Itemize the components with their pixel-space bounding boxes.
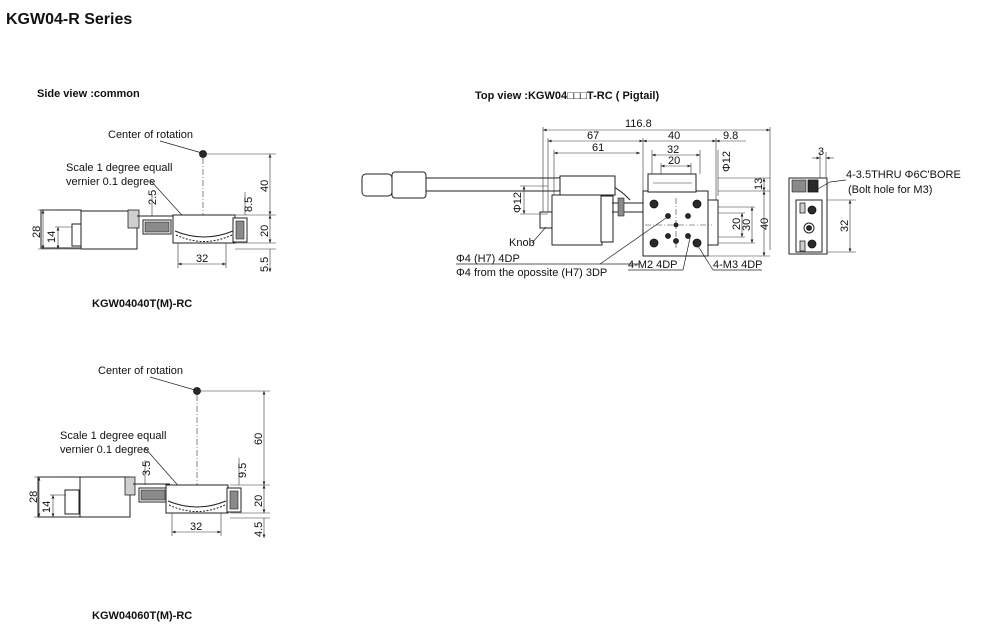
goniometer-stage [172,214,236,244]
page-title: KGW04-R Series [6,11,132,28]
end-dim-32: 32 [839,220,851,232]
dim-28: 28 [31,226,43,238]
dim-14-lower: 14 [41,501,53,513]
dim-9-5: 9.5 [237,463,249,478]
scale-label-lower-line1: Scale 1 degree equall [60,430,166,442]
dim-32-top: 32 [667,144,679,156]
dim-40-right: 40 [759,218,771,230]
dim-32-lower: 32 [190,521,202,533]
dim-14: 14 [46,231,58,243]
dim-3-5: 3.5 [141,461,153,476]
top-view-heading: Top view :KGW04□□□T-RC ( Pigtail) [475,90,659,102]
dim-60: 60 [253,433,265,445]
dim-phi12-left: Φ12 [512,192,524,213]
end-view: 3 4-3.5THRU Φ6C'BORE (Bolt hole for M3) … [788,146,961,255]
dim-4-5: 4.5 [253,522,265,537]
dim-13: 13 [753,178,765,190]
dim-32: 32 [196,253,208,265]
side-view-heading: Side view :common [37,88,140,100]
top-view: 116.8 67 40 9.8 61 32 20 Φ12 13 20 [361,118,771,279]
motor-body-lower [79,476,131,518]
side-view-upper: Center of rotation Scale 1 degree equall… [31,129,276,272]
bolt-hole-note: (Bolt hole for M3) [848,184,932,196]
connector [361,173,393,197]
hole-spec-2: Φ4 from the opossite (H7) 3DP [456,267,607,279]
dim-20-top: 20 [668,155,680,167]
m3-callout: 4-M3 4DP [713,259,763,271]
dim-20: 20 [259,225,271,237]
dim-116-8: 116.8 [625,118,652,130]
center-of-rotation-label-lower: Center of rotation [98,365,183,377]
knob-label: Knob [509,237,535,249]
dim-20-lower: 20 [253,495,265,507]
dim-28-lower: 28 [28,491,40,503]
dim-20-right: 20 [731,218,743,230]
m2-callout: 4-M2 4DP [628,259,678,271]
dim-40-top: 40 [668,130,680,142]
dim-30: 30 [741,219,753,231]
dim-5-5: 5.5 [259,257,271,272]
end-dim-3: 3 [818,146,824,158]
dim-9-8: 9.8 [723,130,738,142]
model-label-upper: KGW04040T(M)-RC [92,298,192,310]
side-view-lower: Center of rotation Scale 1 degree equall… [28,365,270,538]
dim-61: 61 [592,142,604,154]
dim-40: 40 [259,180,271,192]
goniometer-stage-lower [165,484,229,514]
scale-label-line2: vernier 0.1 degree [66,176,155,188]
model-label-lower: KGW04060T(M)-RC [92,610,192,622]
dim-2-5: 2.5 [147,190,159,205]
scale-label-lower-line2: vernier 0.1 degree [60,444,149,456]
hole-spec-1: Φ4 (H7) 4DP [456,253,520,265]
motor-top [551,194,603,246]
dim-67: 67 [587,130,599,142]
thru-hole-spec: 4-3.5THRU Φ6C'BORE [846,169,961,181]
center-of-rotation-label: Center of rotation [108,129,193,141]
dim-8-5: 8.5 [243,197,255,212]
dim-phi12-right: Φ12 [721,151,733,172]
scale-label-line1: Scale 1 degree equall [66,162,172,174]
knob [539,211,553,229]
